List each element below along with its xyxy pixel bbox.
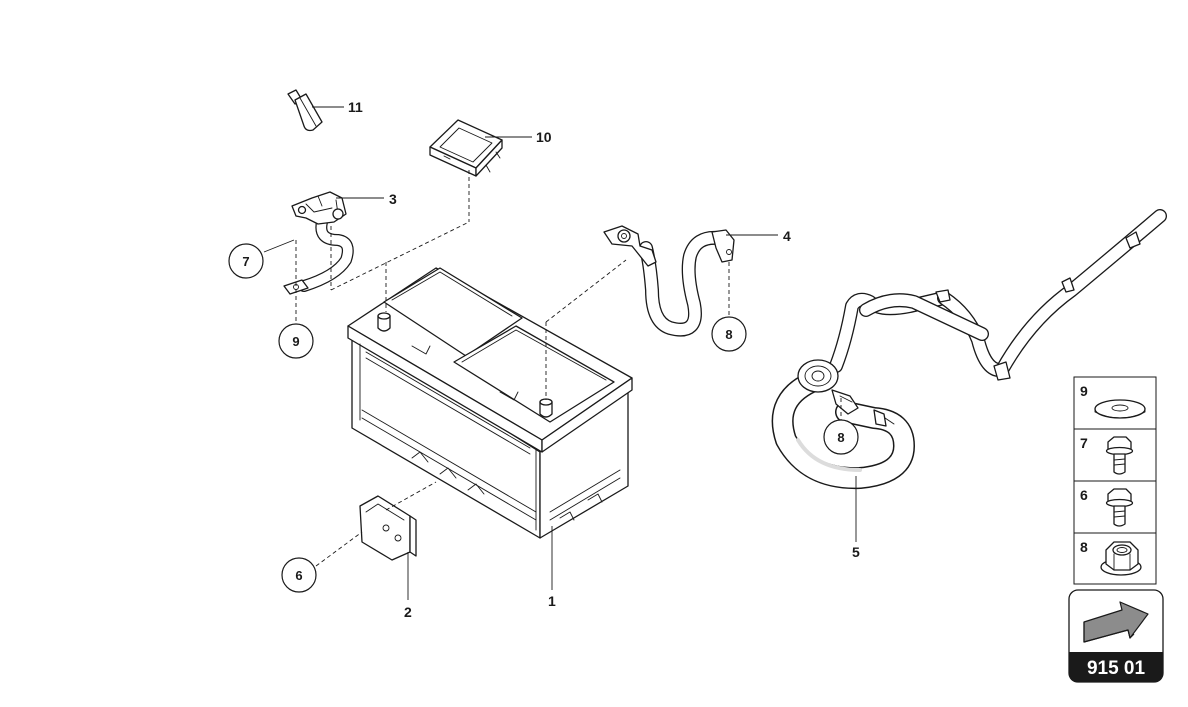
callout-2: 2 [404,604,412,620]
callout-10: 10 [536,129,552,145]
legend-number: 8 [1080,539,1088,555]
fastener-legend: 9 7 6 8 [1073,376,1157,585]
callout-11: 11 [348,99,363,115]
callout-1: 1 [548,593,556,609]
main-cable-part [771,209,1167,542]
ref-circle-8-lower: 8 [823,398,859,455]
bolt-icon [1105,436,1134,475]
ref-circle-7: 7 [228,239,295,279]
direction-arrow-icon [1083,601,1149,643]
callout-5: 5 [852,544,860,560]
ground-cable-part [603,225,778,337]
terminal-cover-part [429,119,532,222]
callout-3: 3 [389,191,397,207]
svg-text:7: 7 [242,254,249,269]
legend-number: 6 [1080,487,1088,503]
svg-text:6: 6 [295,568,302,583]
diagram-code: 915 01 [1087,658,1146,679]
legend-number: 9 [1080,383,1088,399]
ref-circle-8-upper: 8 [711,316,747,352]
legend-item-8: 8 [1080,539,1142,576]
terminal-pin-part [287,89,344,132]
washer-icon [1094,399,1146,419]
legend-number: 7 [1080,435,1088,451]
mounting-bracket-part [359,481,437,600]
svg-text:8: 8 [725,327,732,342]
terminal-clamp-cable-part [283,191,470,322]
ref-circle-9: 9 [278,323,314,359]
diagram-code-badge: 915 01 [1068,589,1164,683]
legend-item-9: 9 [1080,383,1146,419]
svg-text:8: 8 [837,430,844,445]
bolt-icon [1105,488,1134,527]
svg-text:9: 9 [292,334,299,349]
ref-circle-6: 6 [281,531,363,593]
legend-item-7: 7 [1080,435,1134,475]
hex-nut-icon [1100,541,1142,576]
legend-item-6: 6 [1080,487,1134,527]
battery-part [347,259,633,590]
callout-4: 4 [783,228,791,244]
